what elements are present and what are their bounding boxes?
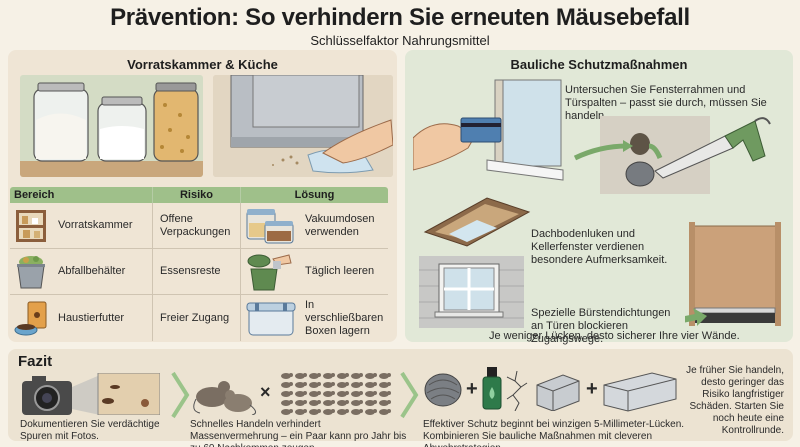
wall-crack-icon: [506, 371, 528, 411]
attic-basement-text: Dachbodenluken und Kellerfenster verdien…: [531, 228, 668, 266]
pet-food-icon: [14, 301, 47, 336]
mice-multitude-icon: [280, 371, 392, 415]
brush-seal-text: Spezielle Bürstendichtungen an Türen blo…: [531, 307, 671, 345]
pantry-shelf-icon: [16, 209, 46, 242]
solution-label: Vakuumdosen verwenden: [305, 212, 375, 238]
plus-operator: +: [586, 378, 598, 400]
header-solution: Lösung: [294, 189, 335, 201]
door-brush-seal-illustration: [685, 222, 781, 326]
window-gap-card-test-illustration: [413, 79, 564, 181]
closing-text: Je früher Sie handeln, desto geringer da…: [686, 365, 784, 436]
gap-check-text: Untersuchen Sie Fensterrahmen und Türspa…: [565, 84, 767, 122]
table-row: Vorratskammer Offene Verpackungen Vakuum…: [10, 203, 388, 249]
risk-label: Freier Zugang: [160, 311, 230, 324]
chevron-right-icon: [400, 371, 419, 419]
steel-wool-icon: [424, 373, 462, 407]
plus-operator: +: [466, 378, 478, 400]
times-operator: ×: [260, 382, 271, 402]
step1-text: Dokumentieren Sie verdächtige Spuren mit…: [20, 419, 160, 442]
solution-label: In verschließbaren Boxen lagern: [305, 298, 384, 337]
page-subtitle: Schlüsselfaktor Nahrungsmittel: [310, 33, 490, 48]
conclusion-panel: Fazit Dokumentieren Sie verdächtige Spur…: [8, 349, 793, 447]
risk-label: Essensreste: [160, 265, 221, 277]
food-risk-table: Bereich Risiko Lösung Vorratskammer Offe…: [10, 187, 388, 341]
sealed-box-icon: [246, 302, 296, 336]
vacuum-containers-icon: [246, 208, 294, 243]
table-row: Abfallbehälter Essensreste Täglich leere…: [10, 249, 388, 295]
area-label: Vorratskammer: [58, 219, 133, 231]
risk-label: Offene Verpackungen: [160, 212, 231, 238]
area-label: Abfallbehälter: [58, 265, 126, 277]
step2-text: Schnelles Handeln verhindert Massenverme…: [190, 419, 407, 447]
step3-text: Effektiver Schutz beginnt bei winzigen 5…: [423, 419, 685, 447]
emptying-bin-icon: [247, 253, 292, 290]
camera-footprints-illustration: [22, 373, 160, 415]
steel-wool-sealant-illustration: [573, 116, 771, 194]
panel-title: Bauliche Schutzmaßnahmen: [510, 57, 688, 72]
panel-title: Vorratskammer & Küche: [127, 57, 278, 72]
storage-jars-illustration: [20, 75, 203, 177]
table-row: Haustierfutter Freier Zugang In verschli…: [10, 295, 388, 341]
attic-hatch-basement-window-illustration: [419, 197, 531, 328]
panel-footer-text: Je weniger Lücken, desto sicherer Ihre v…: [489, 330, 740, 342]
box-trap-icon: [603, 372, 677, 412]
header-risk: Risiko: [153, 187, 241, 203]
essential-oil-bottle-icon: [482, 367, 502, 410]
wiping-crumbs-illustration: [213, 75, 393, 177]
table-header: Bereich Risiko Lösung: [10, 187, 388, 203]
structural-protection-panel: Bauliche Schutzmaßnahmen Untersuchen Sie…: [405, 50, 793, 345]
area-label: Haustierfutter: [58, 311, 125, 324]
solution-label: Täglich leeren: [305, 265, 375, 277]
live-trap-icon: [536, 374, 580, 411]
page-title: Prävention: So verhindern Sie erneuten M…: [110, 4, 690, 31]
header-area: Bereich: [10, 187, 153, 203]
trash-can-icon: [17, 255, 45, 288]
chevron-right-icon: [171, 371, 190, 419]
conclusion-title: Fazit: [18, 353, 53, 370]
mouse-pair-illustration: [193, 381, 256, 415]
